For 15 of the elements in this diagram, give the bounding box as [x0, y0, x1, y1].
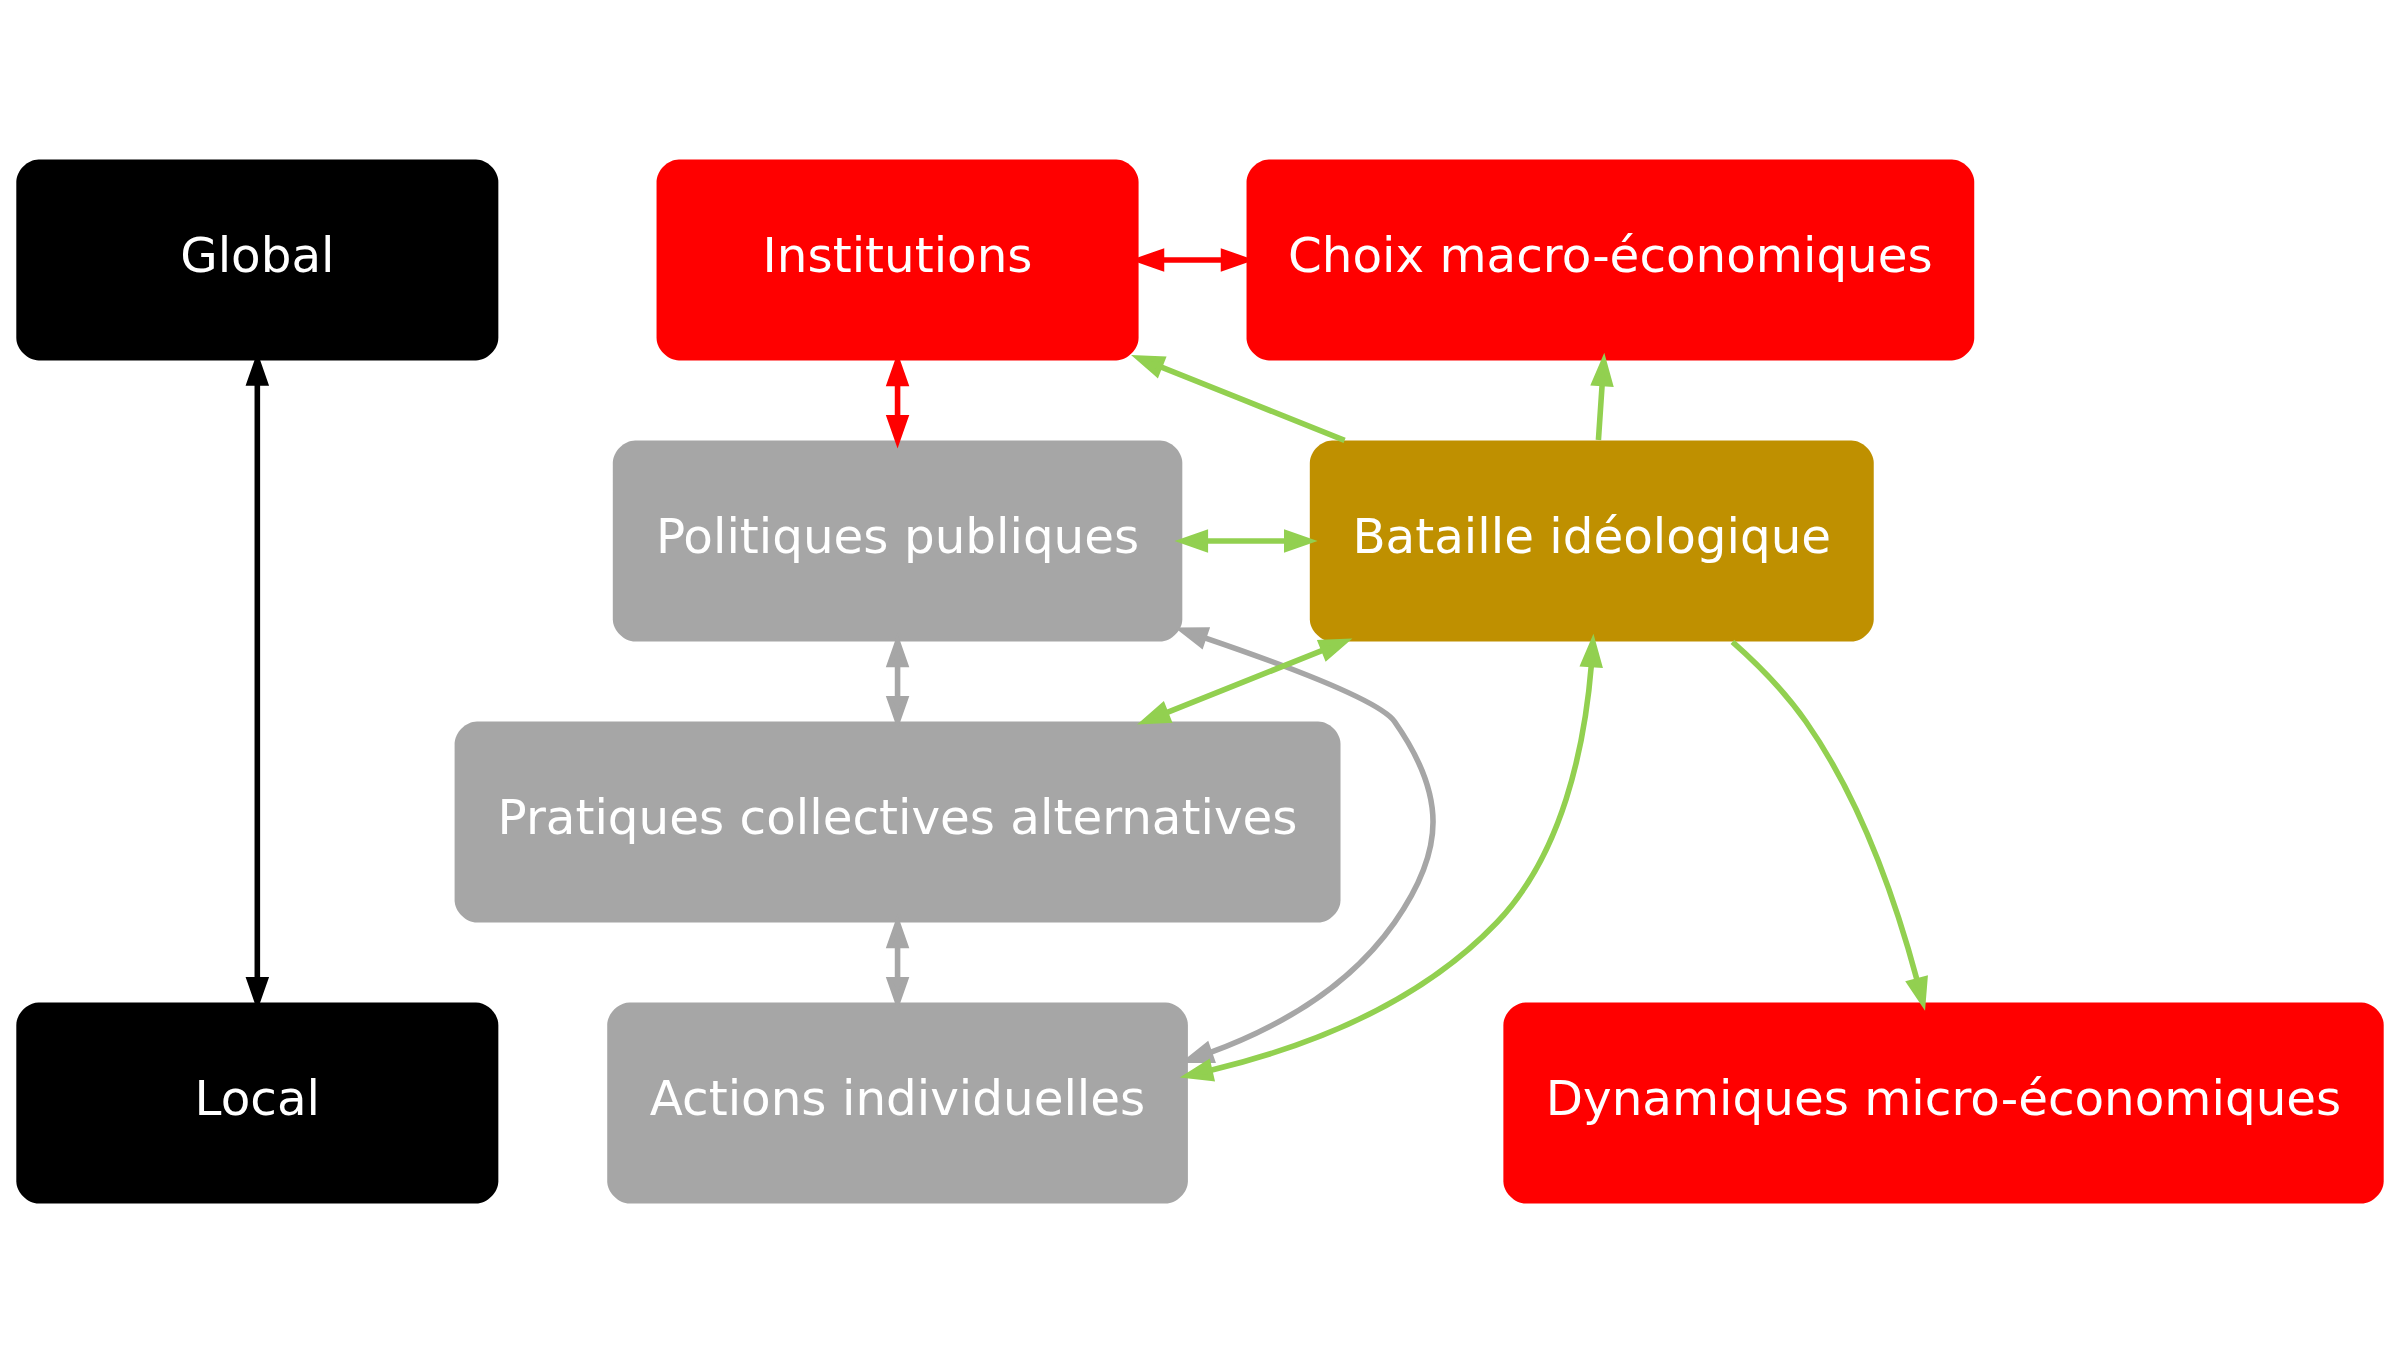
node-box: Local — [16, 1002, 499, 1204]
node-box: Dynamiques micro-économiques — [1503, 1002, 2384, 1204]
node-box: Institutions — [656, 158, 1139, 360]
arrow — [1590, 352, 1614, 440]
arrow — [1179, 633, 1603, 1081]
arrow — [1174, 528, 1318, 553]
node-box: Pratiques collectives alternatives — [454, 721, 1341, 922]
node-box: Choix macro-économiques — [1246, 158, 1975, 360]
arrow — [1730, 639, 1928, 1011]
node-box: Bataille idéologique — [1309, 440, 1874, 641]
arrow — [1131, 354, 1346, 443]
node-box: Actions individuelles — [607, 1002, 1188, 1204]
arrow — [1137, 637, 1353, 724]
node-box: Global — [16, 158, 499, 360]
node-box: Politiques publiques — [612, 440, 1183, 641]
